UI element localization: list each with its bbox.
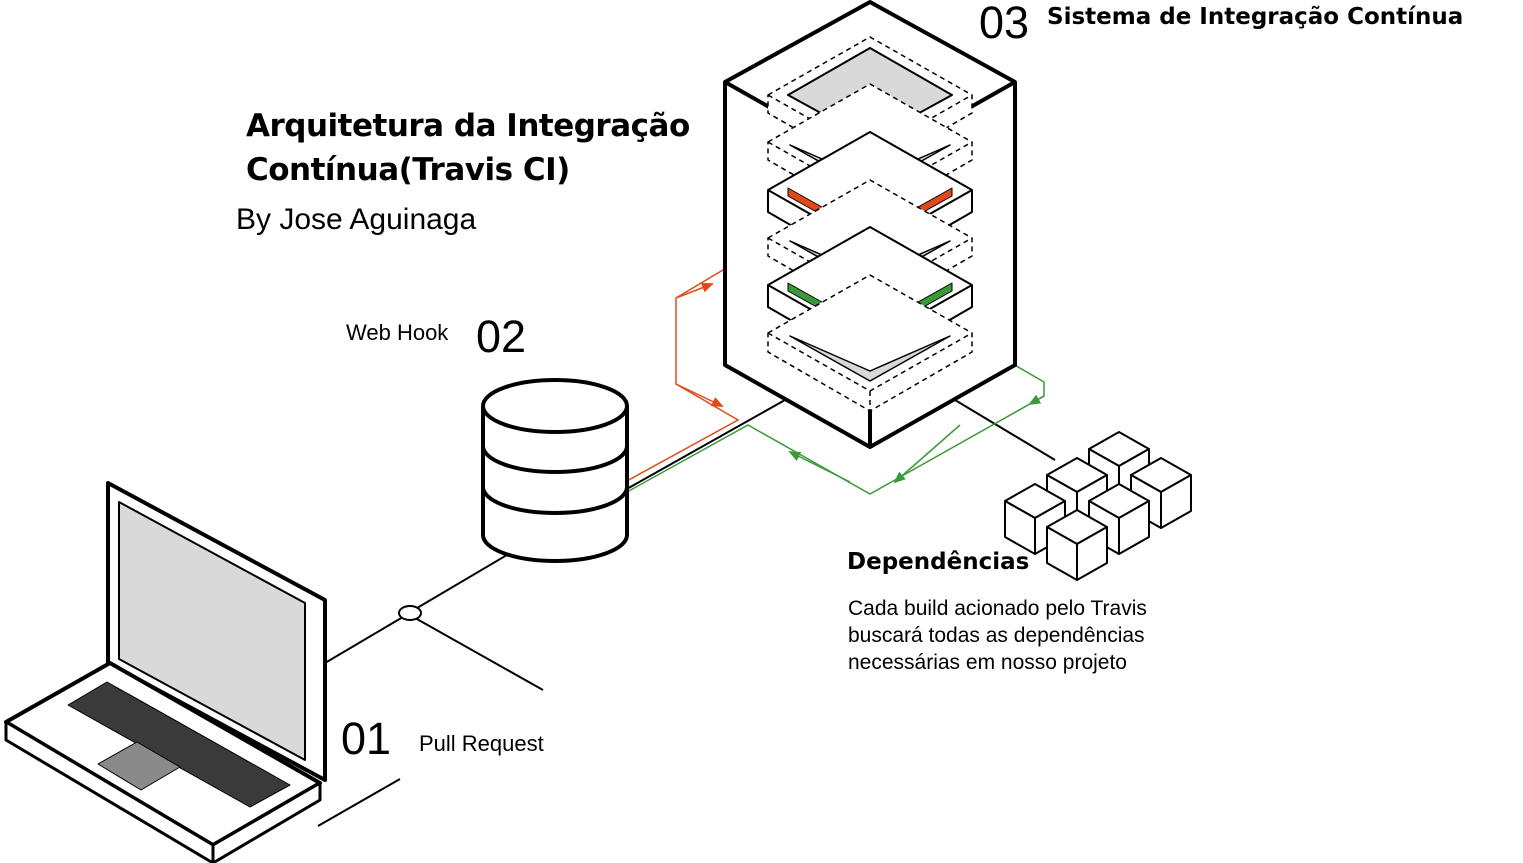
dependencies-description-line: Cada build acionado pelo Travis (848, 597, 1147, 620)
network-node (398, 605, 422, 621)
step-3-label: Sistema de Integração Contínua (1047, 4, 1464, 30)
laptop-icon (4, 481, 327, 863)
dependencies-description-line: buscará todas as dependências (848, 624, 1145, 647)
cube-face (1160, 474, 1192, 529)
dependencies-description-line: necessárias em nosso projeto (848, 651, 1127, 674)
diagram-title: Arquitetura da Integração Contínua(Travi… (246, 104, 690, 192)
dependencies-title: Dependências (847, 549, 1030, 575)
title-line-1: Arquitetura da Integração (246, 108, 690, 144)
step-1-label: Pull Request (419, 731, 544, 756)
dependencies-description: Cada build acionado pelo Travis buscará … (848, 595, 1228, 676)
step-2-label: Web Hook (346, 320, 449, 345)
database-icon (481, 378, 629, 563)
step-3-number: 03 (979, 0, 1030, 48)
dependency-cubes-icon (1004, 431, 1192, 581)
network-lines (317, 399, 1056, 827)
step-2-number: 02 (476, 311, 527, 362)
cube-face (1076, 526, 1108, 581)
server-icon (723, 0, 1017, 449)
step-1-number: 01 (341, 713, 392, 764)
author-label: By Jose Aguinaga (236, 203, 477, 236)
title-line-2: Contínua(Travis CI) (246, 152, 570, 188)
cube-face (1118, 500, 1150, 555)
